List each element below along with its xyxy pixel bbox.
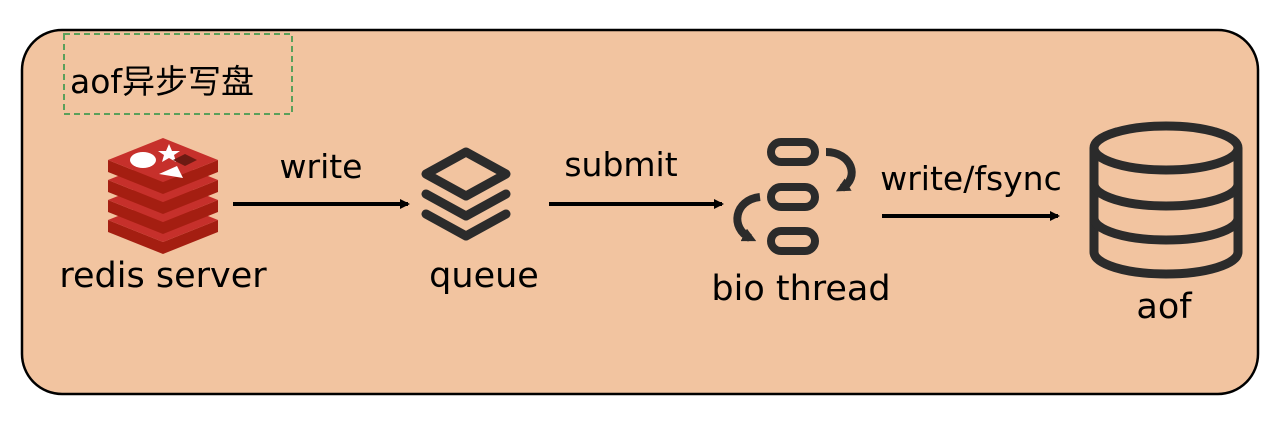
node-label-bio: bio thread xyxy=(711,269,890,309)
node-label-queue: queue xyxy=(429,256,539,296)
node-label-redis: redis server xyxy=(59,256,267,296)
node-label-aof: aof xyxy=(1136,287,1192,327)
redis-logo-icon xyxy=(108,138,218,254)
diagram-title: aof异步写盘 xyxy=(70,62,254,101)
thread-cycle-icon xyxy=(733,138,856,255)
edge-label-write: write xyxy=(280,147,363,186)
layers-icon xyxy=(421,147,511,241)
edge-label-write-fsync: write/fsync xyxy=(880,159,1061,198)
database-icon xyxy=(1089,121,1243,279)
edge-label-submit: submit xyxy=(564,145,677,184)
title-box xyxy=(63,33,293,115)
diagram-panel xyxy=(20,28,1260,396)
